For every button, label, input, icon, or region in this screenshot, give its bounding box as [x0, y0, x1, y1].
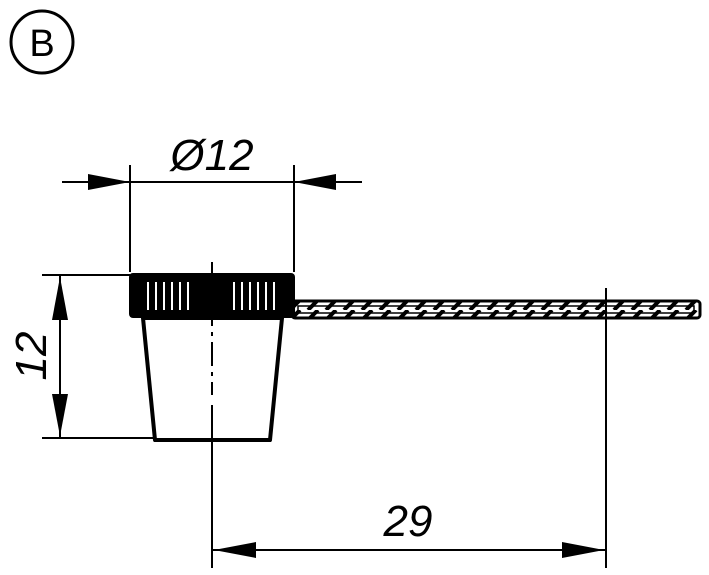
view-badge: B [9, 9, 75, 75]
strap-inner [297, 305, 695, 314]
arrowhead-down [52, 394, 68, 436]
length-label: 29 [383, 497, 433, 546]
badge-letter: B [29, 23, 54, 65]
arrowhead-start [214, 542, 256, 558]
strap [290, 299, 702, 320]
badge-circle [9, 9, 75, 75]
diameter-label: Ø12 [168, 131, 253, 180]
plug-body [141, 316, 284, 442]
arrowhead-right [294, 174, 336, 190]
arrowhead-up [52, 277, 68, 320]
arrowhead-left [88, 174, 130, 190]
knurl-lines [147, 282, 275, 310]
length-dimension: 29 [212, 288, 607, 568]
diameter-dimension: Ø12 [62, 131, 362, 272]
plug-outline [141, 316, 284, 442]
height-label: 12 [7, 332, 56, 381]
arrowhead-end [562, 542, 604, 558]
strap-band [290, 299, 702, 320]
height-dimension: 12 [7, 274, 155, 439]
